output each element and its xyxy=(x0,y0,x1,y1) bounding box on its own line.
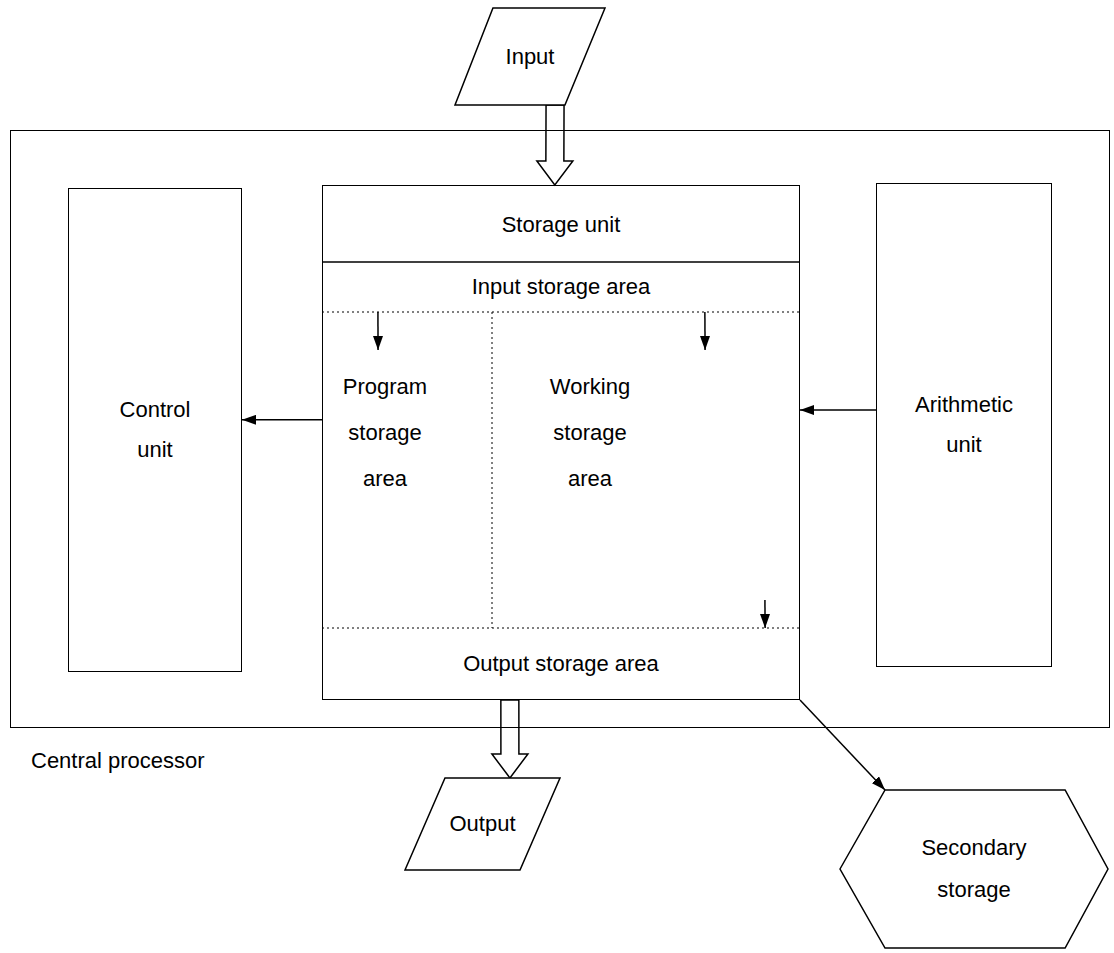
block-arrow xyxy=(537,105,573,185)
storage-area: Input storage area xyxy=(322,262,800,312)
shape-outline xyxy=(840,790,1108,948)
area-divider xyxy=(492,312,493,628)
connector-arrow xyxy=(704,312,706,350)
connector-arrow xyxy=(800,409,876,411)
connector-arrow xyxy=(377,312,379,350)
node-label: Output storage area xyxy=(463,650,659,678)
node-label: Storage unit xyxy=(323,186,799,263)
node-label: Central processor xyxy=(31,747,205,775)
shape-outline xyxy=(840,790,1108,948)
storage-hexagon: Secondary storage xyxy=(840,790,1108,948)
header-divider xyxy=(322,261,800,263)
connector-arrow xyxy=(764,600,766,628)
connector-arrow xyxy=(242,419,322,421)
node-label: Input xyxy=(506,43,555,71)
area-divider xyxy=(322,312,800,313)
node-label: Secondary storage xyxy=(909,827,1039,911)
block-arrow xyxy=(492,700,528,778)
node-label: Output xyxy=(449,810,515,838)
area-divider xyxy=(322,628,800,629)
storage-area: Output storage area xyxy=(322,628,800,700)
shape-outline xyxy=(405,778,560,870)
connector-arrow xyxy=(800,700,885,790)
input-parallelogram: Input xyxy=(455,8,605,105)
shape-outline xyxy=(455,8,605,105)
process-box: Control unit xyxy=(68,188,242,672)
storage-box: Storage unitInput storage areaProgram st… xyxy=(322,185,800,700)
process-box: Arithmetic unit xyxy=(876,183,1052,667)
node-label: Control unit xyxy=(105,390,205,470)
node-label: Input storage area xyxy=(472,273,651,301)
node-label: Program storage area xyxy=(330,364,440,502)
processor-frame: Central processorControl unitStorage uni… xyxy=(10,130,1110,728)
storage-area: Program storage area xyxy=(330,350,485,600)
node-label: Working storage area xyxy=(535,364,645,502)
node-label: Arithmetic unit xyxy=(899,385,1029,465)
output-parallelogram: Output xyxy=(405,778,560,870)
storage-area: Working storage area xyxy=(505,350,790,600)
